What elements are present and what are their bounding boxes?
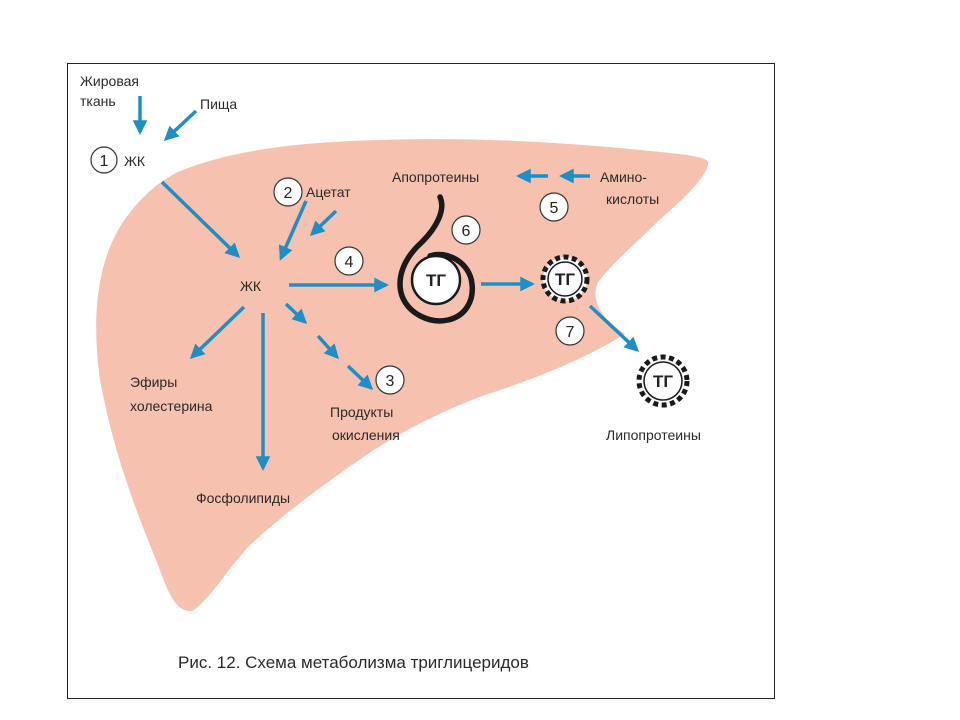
labels: Жировая ткань Пища ЖК Ацетат Апопротеины… <box>80 73 701 506</box>
label-amino-2: кислоты <box>606 191 659 207</box>
label-oxidation-1: Продукты <box>330 404 393 420</box>
label-amino-1: Амино- <box>600 169 647 185</box>
step-3: 3 <box>386 373 395 390</box>
step-4: 4 <box>345 254 354 271</box>
label-oxidation-2: окисления <box>332 427 400 443</box>
arrow-tg-to-lipoprotein <box>588 304 640 353</box>
label-adipose-1: Жировая <box>80 73 139 89</box>
arrow-acetate-to-fa-2 <box>309 209 338 237</box>
label-apoproteins: Апопротеины <box>392 169 479 185</box>
label-lipoproteins: Липопротеины <box>606 427 701 443</box>
arrow-fa-to-oxidation-1 <box>284 302 308 325</box>
arrow-fa-to-oxidation-3 <box>346 364 374 391</box>
step-5: 5 <box>550 200 559 217</box>
arrows <box>132 96 640 471</box>
arrow-food-to-fa <box>163 109 198 142</box>
tg-particle-lipoprotein: ТГ <box>636 354 690 408</box>
step-2: 2 <box>284 185 293 202</box>
label-phospholipids: Фосфолипиды <box>196 490 290 506</box>
arrow-acetate-to-fa-1 <box>278 200 308 261</box>
tg-label-2: ТГ <box>555 270 575 289</box>
tg-inside-apoprotein: ТГ <box>410 254 462 306</box>
label-esters-2: холестерина <box>130 398 213 414</box>
tg-particle-liver: ТГ <box>540 254 590 304</box>
step-6: 6 <box>462 223 471 240</box>
arrow-fa-to-esters <box>189 305 246 360</box>
label-esters-1: Эфиры <box>130 374 177 390</box>
arrow-fa-to-oxidation-2 <box>316 334 339 360</box>
tg-label-3: ТГ <box>653 372 673 391</box>
label-adipose-2: ткань <box>80 93 116 109</box>
label-fa-top: ЖК <box>124 153 146 169</box>
label-fa-center: ЖК <box>240 278 262 294</box>
step-badges: 1 2 3 4 5 6 7 <box>90 146 585 395</box>
label-acetate: Ацетат <box>306 184 351 200</box>
figure-caption: Рис. 12. Схема метаболизма триглицеридов <box>178 653 529 672</box>
step-7: 7 <box>566 324 575 341</box>
apoprotein-strand <box>397 194 476 324</box>
label-food: Пища <box>200 96 237 112</box>
step-1: 1 <box>100 153 109 170</box>
arrow-fa-to-liver-fa <box>160 180 241 259</box>
tg-label-1: ТГ <box>426 271 446 290</box>
